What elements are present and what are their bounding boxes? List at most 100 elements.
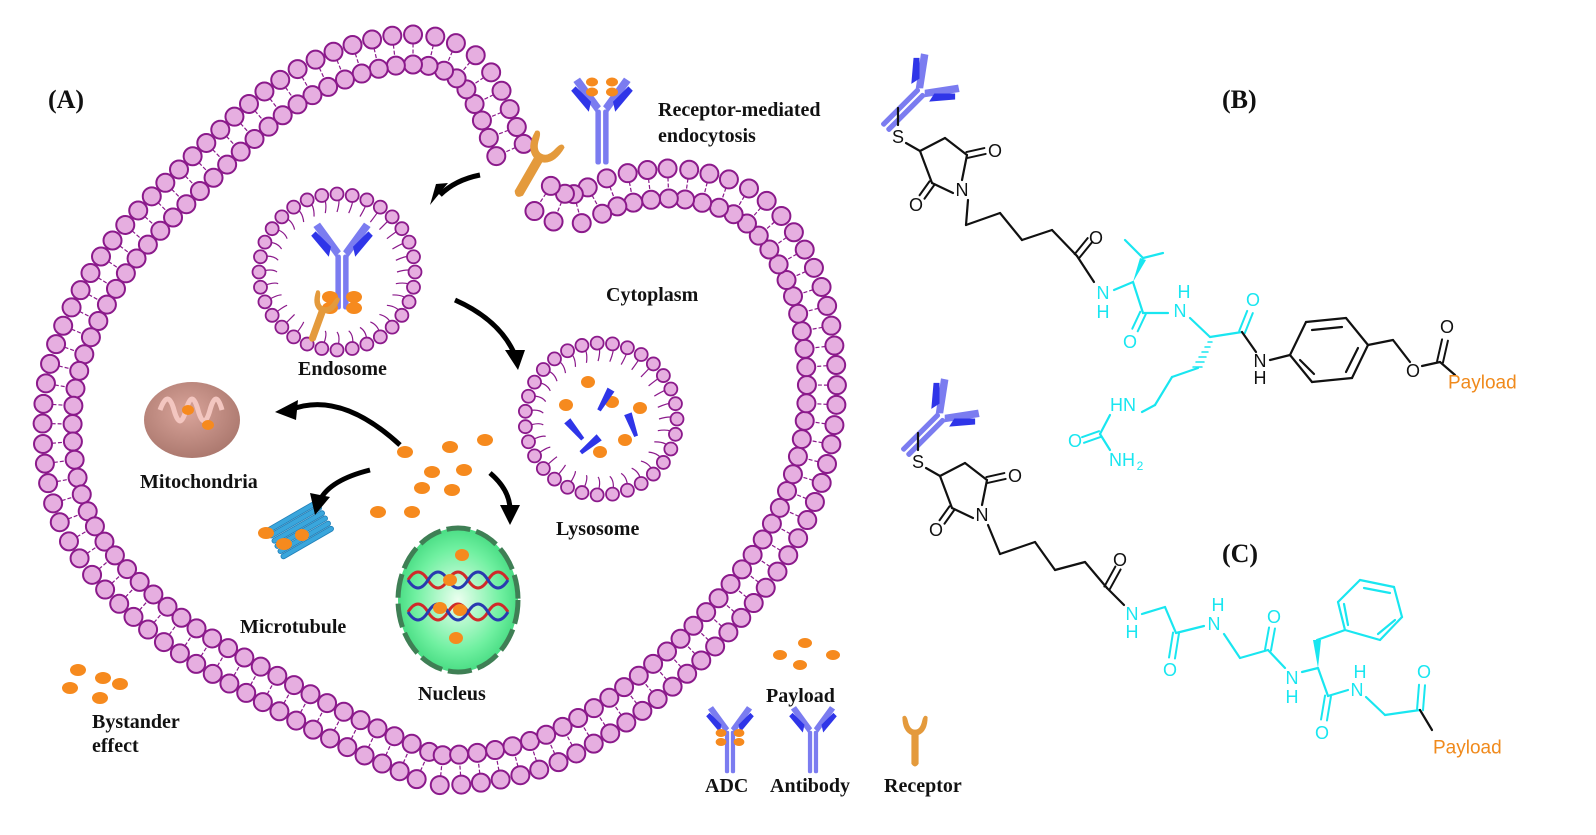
bond <box>1190 318 1210 337</box>
payload-dot <box>202 420 214 430</box>
lipid-tail <box>59 366 71 369</box>
lipid-tail <box>386 744 391 755</box>
bond <box>1240 650 1268 658</box>
lipid-head <box>240 95 258 113</box>
lipid-head <box>60 532 78 550</box>
bond <box>1085 562 1107 588</box>
legend-payload-label: Payload <box>766 684 835 708</box>
lipid-head <box>569 709 587 727</box>
lipid-tail <box>610 187 614 198</box>
lipid-head <box>331 188 344 201</box>
lipid-head <box>638 161 656 179</box>
bond <box>926 468 940 476</box>
lipid-head <box>82 328 100 346</box>
lipid-head <box>522 435 535 448</box>
lipid-tail <box>713 618 722 626</box>
receptor-shape <box>902 716 927 767</box>
lipid-head <box>353 65 371 83</box>
lipid-head <box>519 420 532 433</box>
lipid-head <box>585 735 603 753</box>
lipid-tail <box>226 136 234 145</box>
lipid-head <box>745 594 763 612</box>
lipid-tail <box>431 45 434 57</box>
lipid-head <box>64 397 82 415</box>
lipid-head <box>789 305 807 323</box>
lipid-tail <box>169 625 176 635</box>
lipid-tail <box>448 51 453 62</box>
lipid-tail <box>213 149 221 158</box>
sulfur-atom: S <box>912 452 924 472</box>
lipid-head <box>116 216 134 234</box>
lipid-head <box>325 43 343 61</box>
lipid-tail <box>88 295 99 301</box>
lipid-tail <box>533 750 537 761</box>
lipid-head <box>768 563 786 581</box>
lipid-head <box>793 430 811 448</box>
bond <box>1300 360 1314 374</box>
lipid-tail <box>811 327 823 329</box>
amide-nitrogen: N <box>1351 680 1364 700</box>
lipid-head <box>409 266 422 279</box>
lipid-tail <box>132 231 141 239</box>
bond <box>1165 607 1176 633</box>
lipid-head <box>771 499 789 517</box>
lipid-head <box>237 684 255 702</box>
lipid-head <box>591 337 604 350</box>
lipid-tail <box>686 179 688 191</box>
lipid-tail <box>255 111 263 120</box>
bond <box>1077 256 1094 282</box>
lipid-head <box>374 330 387 343</box>
lipid-head <box>318 694 336 712</box>
lipid-tail <box>644 683 652 692</box>
lipid-head <box>211 121 229 139</box>
label-endosome: Endosome <box>298 357 387 381</box>
lipid-head <box>253 266 266 279</box>
panel-label-c: (C) <box>1222 542 1258 566</box>
lipid-tail <box>737 590 746 598</box>
lipid-tail <box>673 658 681 667</box>
lipid-head <box>796 241 814 259</box>
lipid-tail <box>337 60 342 71</box>
lipid-tail <box>355 54 359 65</box>
lipid-tail <box>240 123 248 132</box>
fab-arm <box>921 375 963 417</box>
lipid-head <box>386 321 399 334</box>
lipid-tail <box>393 45 394 57</box>
lipid-head <box>798 511 816 529</box>
lipid-tail <box>497 130 508 134</box>
lipid-head <box>360 193 373 206</box>
lipid-head <box>75 345 93 363</box>
bond <box>1176 626 1204 633</box>
lipid-tail <box>77 531 87 537</box>
label-bystander-effect: effect <box>92 734 139 758</box>
lipid-tail <box>802 290 813 294</box>
lipid-head <box>431 776 449 794</box>
lipid-head <box>83 566 101 584</box>
payload-dot <box>477 434 493 446</box>
lipid-tail <box>539 193 546 203</box>
lipid-tail <box>351 728 356 739</box>
lipid-tail <box>368 737 373 748</box>
mitochondria-body <box>144 382 240 458</box>
bond <box>1000 213 1022 240</box>
lipid-head <box>69 469 87 487</box>
lipid-head <box>155 633 173 651</box>
lipid-head <box>467 46 485 64</box>
payload-dot <box>112 678 128 690</box>
lipid-head <box>252 658 270 676</box>
bond <box>1210 332 1242 337</box>
lipid-tail <box>780 528 790 534</box>
lipid-tail <box>112 575 121 583</box>
label-cytoplasm: Cytoplasm <box>606 283 698 307</box>
lipid-tail <box>52 442 64 443</box>
lipid-head <box>403 735 421 753</box>
lipid-head <box>391 762 409 780</box>
lipid-head <box>254 281 267 294</box>
lipid-head <box>225 108 243 126</box>
lipid-tail <box>474 77 484 84</box>
bond <box>1100 415 1110 434</box>
lipid-tail <box>55 385 67 387</box>
payload-dot <box>456 464 472 476</box>
lipid-head <box>34 415 52 433</box>
lipid-tail <box>795 494 806 498</box>
